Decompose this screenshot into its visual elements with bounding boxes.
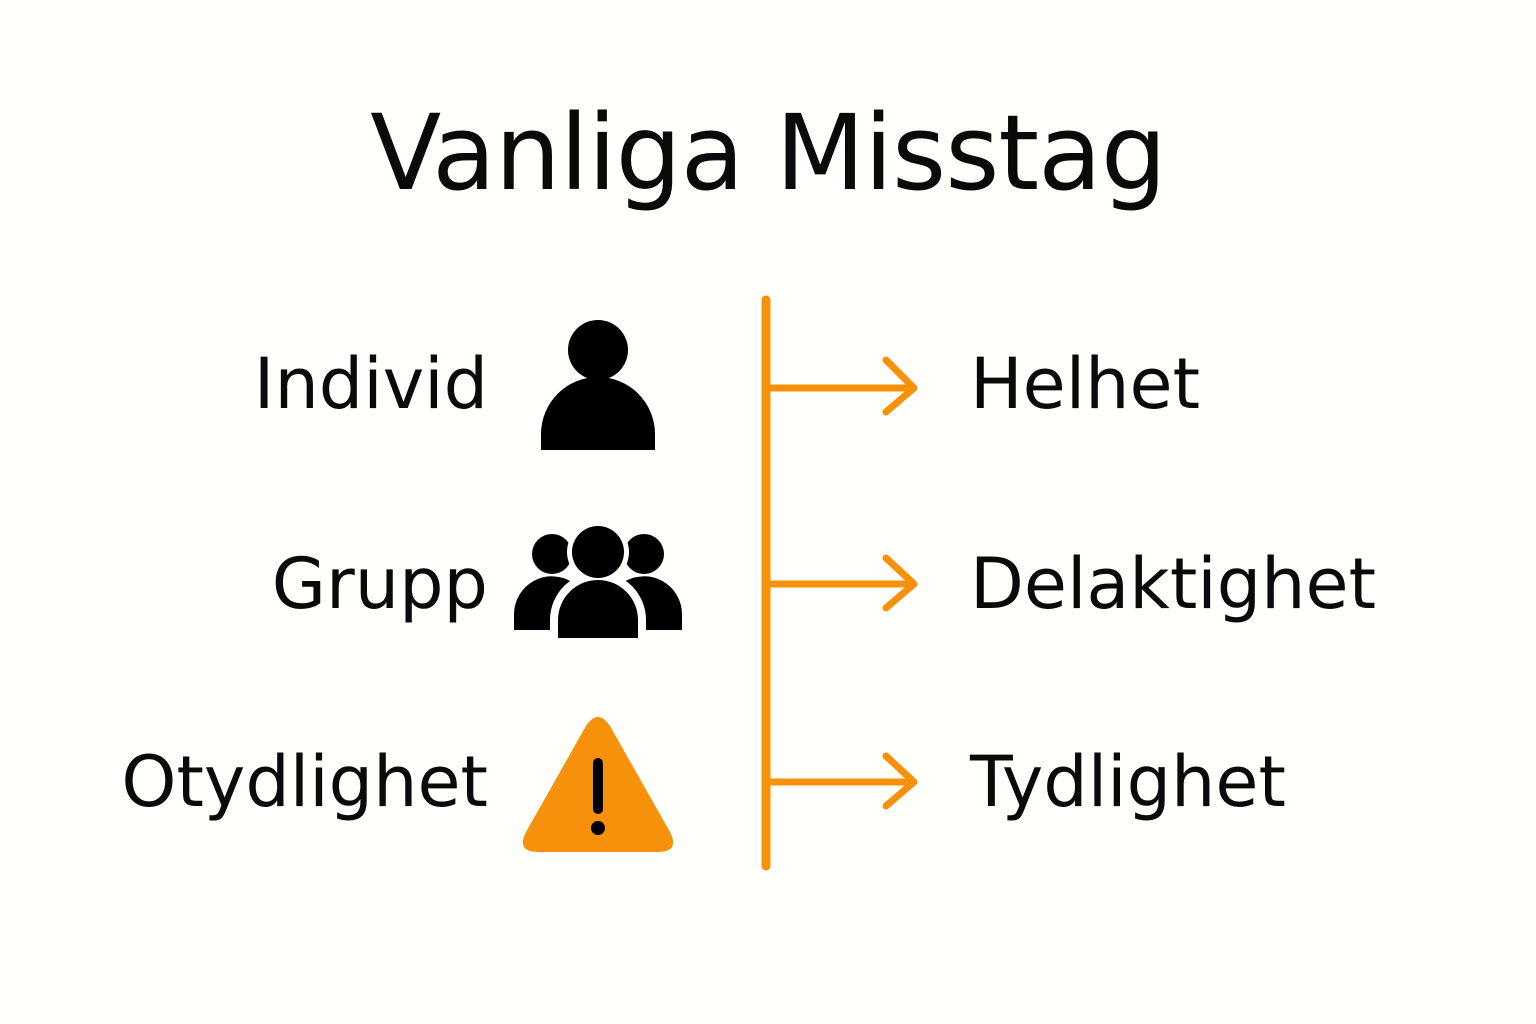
arrow-helhet xyxy=(762,356,918,416)
person-icon xyxy=(541,320,655,450)
left-label-grupp: Grupp xyxy=(271,543,488,625)
left-label-otydlighet: Otydlighet xyxy=(121,741,488,823)
left-label-individ: Individ xyxy=(253,343,488,425)
warning-icon xyxy=(522,717,674,852)
diagram-title: Vanliga Misstag xyxy=(370,92,1167,214)
arrow-tydlighet xyxy=(762,752,918,810)
group-icon xyxy=(514,522,682,640)
right-label-delaktighet: Delaktighet xyxy=(970,543,1377,625)
arrow-delaktighet xyxy=(762,554,918,612)
right-label-tydlighet: Tydlighet xyxy=(970,741,1286,823)
right-label-helhet: Helhet xyxy=(970,343,1201,425)
